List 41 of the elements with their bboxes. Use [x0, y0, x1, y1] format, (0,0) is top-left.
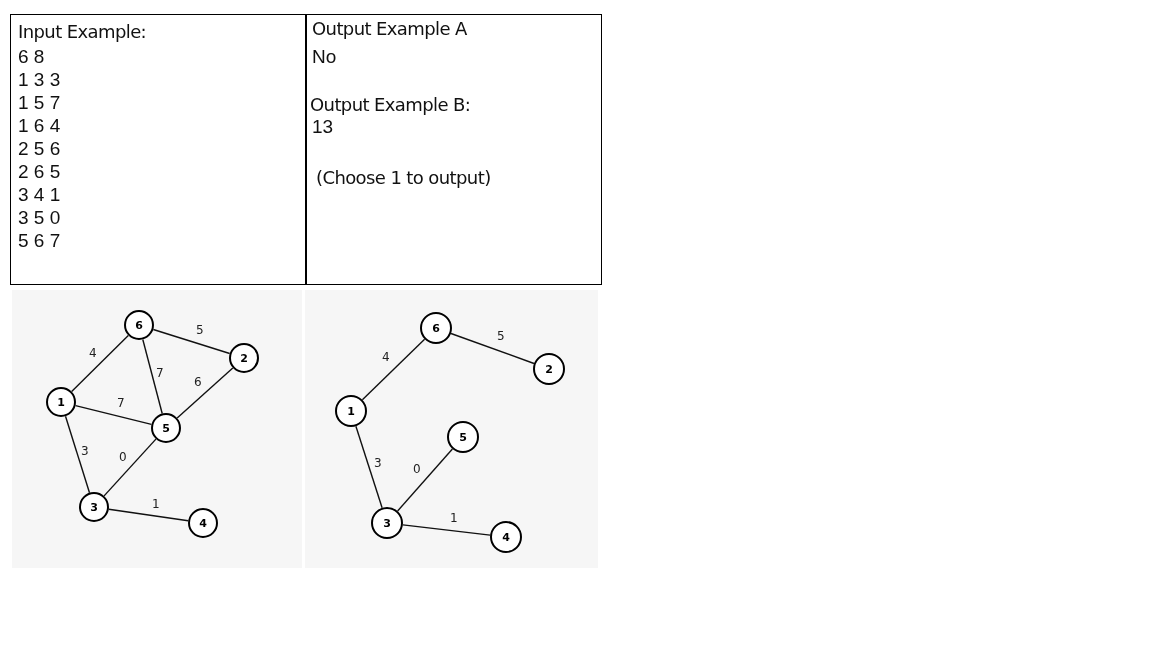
input-line: 1 6 4	[18, 115, 61, 135]
edge-label: 5	[196, 324, 204, 336]
edge-label: 6	[194, 376, 202, 388]
edge-line	[103, 438, 157, 497]
edge-line	[108, 508, 189, 522]
heading: Output Example A	[312, 20, 467, 38]
output-value: No	[312, 46, 337, 66]
input-line: 2 6 5	[18, 161, 61, 181]
edge-line	[402, 524, 491, 536]
note-text: (Choose 1 to output)	[316, 169, 491, 187]
input-line: 6 8	[18, 46, 45, 66]
input-line: 3 4 1	[18, 184, 61, 204]
edge-line	[74, 404, 153, 426]
output-value: 13	[312, 116, 334, 136]
edge-label: 7	[156, 367, 164, 379]
edge-line	[361, 338, 426, 401]
input-line: 1 5 7	[18, 92, 61, 112]
heading: Input Example:	[18, 23, 147, 41]
heading: Output Example B:	[310, 96, 471, 114]
edge-line	[396, 448, 454, 512]
edge-label: 4	[89, 347, 97, 359]
edge-label: 1	[450, 512, 458, 524]
edge-label: 5	[497, 330, 505, 342]
edge-label: 0	[119, 451, 127, 463]
edge-line	[71, 334, 129, 393]
input-line: 1 3 3	[18, 69, 61, 89]
edge-line	[176, 367, 234, 419]
input-line: 3 5 0	[18, 207, 61, 227]
edge-line	[450, 332, 535, 365]
edge-label: 3	[374, 457, 382, 469]
edge-label: 1	[152, 498, 160, 510]
input-line: 2 5 6	[18, 138, 61, 158]
edge-label: 3	[81, 445, 89, 457]
edge-label: 0	[413, 463, 421, 475]
edge-line	[355, 425, 383, 509]
edge-line	[64, 415, 91, 494]
edge-line	[152, 328, 231, 355]
edge-label: 4	[382, 351, 390, 363]
edge-line	[142, 338, 163, 415]
input-line: 5 6 7	[18, 230, 61, 250]
edge-label: 7	[117, 397, 125, 409]
